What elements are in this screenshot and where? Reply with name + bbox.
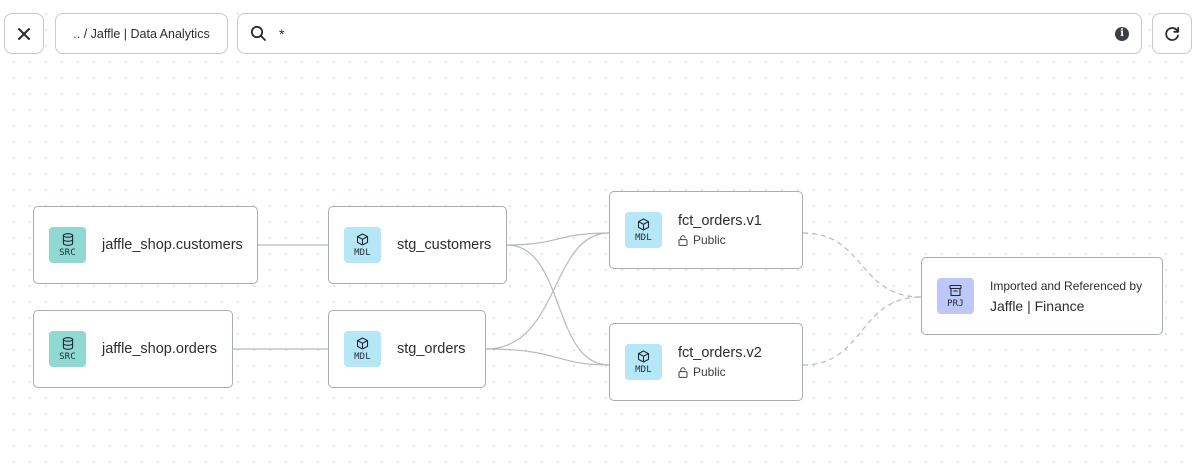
database-icon (62, 232, 73, 246)
cube-icon (637, 217, 650, 231)
model-badge: MDL (344, 331, 381, 367)
node-stg-orders[interactable]: MDL stg_orders (328, 310, 486, 388)
project-caption: Imported and Referenced by (990, 278, 1143, 293)
lock-icon (678, 366, 688, 378)
node-label: jaffle_shop.customers (102, 237, 243, 253)
model-badge: MDL (344, 227, 381, 263)
node-jaffle-shop-orders[interactable]: SRC jaffle_shop.orders (33, 310, 233, 388)
source-badge: SRC (49, 227, 86, 263)
node-label: fct_orders.v1 (678, 213, 762, 229)
edge-stg-orders-fct-v2 (485, 348, 610, 366)
refresh-button[interactable] (1152, 13, 1192, 54)
close-button[interactable] (4, 13, 44, 54)
node-fct-orders-v1[interactable]: MDL fct_orders.v1 Public (609, 191, 803, 269)
search-bar[interactable]: i (237, 13, 1142, 54)
model-badge: MDL (625, 212, 662, 248)
cube-icon (356, 336, 369, 350)
source-badge: SRC (49, 331, 86, 367)
node-project-jaffle-finance[interactable]: PRJ Imported and Referenced by Jaffle | … (921, 257, 1163, 335)
lock-icon (678, 234, 688, 246)
node-stg-customers[interactable]: MDL stg_customers (328, 206, 507, 284)
breadcrumb: .. / Jaffle | Data Analytics (73, 26, 210, 41)
model-badge: MDL (625, 344, 662, 380)
node-jaffle-shop-customers[interactable]: SRC jaffle_shop.customers (33, 206, 258, 284)
cube-icon (356, 232, 369, 246)
node-label: stg_customers (397, 237, 492, 253)
node-label: stg_orders (397, 341, 466, 357)
edge-fct-v1-project (802, 232, 922, 298)
search-input[interactable] (279, 25, 1115, 42)
node-label: fct_orders.v2 (678, 345, 762, 361)
edge-fct-v2-project (802, 296, 922, 366)
edge-stg-customers-fct-v1 (506, 232, 610, 246)
node-fct-orders-v2[interactable]: MDL fct_orders.v2 Public (609, 323, 803, 401)
access-level: Public (678, 233, 762, 247)
archive-icon (949, 284, 962, 296)
search-icon (250, 25, 266, 41)
access-level: Public (678, 365, 762, 379)
refresh-icon (1165, 26, 1180, 41)
cube-icon (637, 349, 650, 363)
database-icon (62, 336, 73, 350)
project-name: Jaffle | Finance (990, 297, 1085, 314)
close-icon (18, 27, 30, 40)
project-badge: PRJ (937, 278, 974, 314)
info-icon[interactable]: i (1115, 26, 1129, 41)
node-label: jaffle_shop.orders (102, 341, 218, 357)
breadcrumb-button[interactable]: .. / Jaffle | Data Analytics (55, 13, 228, 54)
edge-stg-orders-fct-v1 (485, 232, 610, 350)
edge-stg-customers-fct-v2 (506, 244, 610, 366)
